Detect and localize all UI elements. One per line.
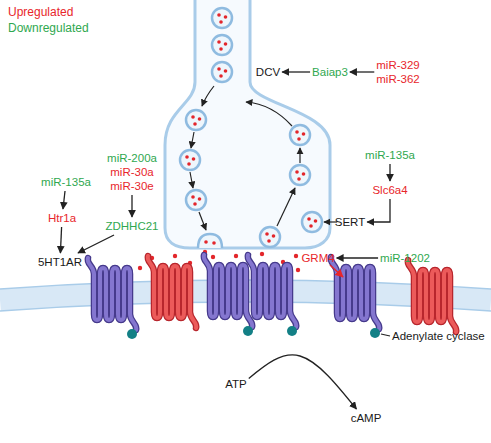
metabolite-label: ATP	[225, 377, 247, 391]
gene-label: Slc6a4	[372, 183, 407, 197]
legend-swatch: Upregulated	[8, 5, 73, 19]
node-text: Baiap3	[312, 65, 348, 79]
node-text: SERT	[335, 215, 365, 229]
mirna-label: miR-329miR-362	[376, 58, 419, 86]
gene-label: GRM4	[301, 251, 334, 265]
node-text: miR-135a	[41, 175, 91, 189]
mirna-label: miR-200amiR-30amiR-30e	[107, 151, 157, 193]
regulation-arrow	[282, 71, 310, 72]
legend: UpregulatedDownregulated	[8, 4, 89, 36]
legend-text: Upregulated	[8, 5, 73, 19]
node-text: miR-200a	[107, 151, 157, 165]
grm4-leader	[330, 265, 343, 277]
legend-swatch: Downregulated	[8, 21, 89, 35]
node-text: Htr1a	[48, 211, 76, 225]
protein-label: SERT	[335, 215, 365, 229]
regulation-arrow	[78, 235, 114, 253]
node-text: miR-30e	[107, 179, 157, 193]
regulation-arrow	[389, 164, 390, 181]
node-text: miR-1202	[380, 251, 430, 265]
node-text: Slc6a4	[372, 183, 407, 197]
mirna-label: miR-135a	[365, 148, 415, 162]
regulation-arrow	[337, 257, 378, 258]
regulation-arrow	[350, 71, 374, 72]
presynaptic-terminal	[165, 0, 330, 248]
legend-entry: Downregulated	[8, 20, 89, 36]
legend-entry: Upregulated	[8, 4, 89, 20]
legend-text: Downregulated	[8, 21, 89, 35]
metabolite-label: cAMP	[351, 411, 382, 425]
vesicles	[180, 8, 322, 248]
node-text: miR-362	[376, 72, 419, 86]
regulation-arrow	[63, 191, 65, 209]
receptor-label: 5HT1AR	[38, 255, 82, 269]
adenylate-cyclase-leader	[381, 334, 390, 336]
regulation-arrow	[249, 355, 357, 409]
node-text: GRM4	[301, 251, 334, 265]
adenylate-cyclase-symbol	[127, 326, 380, 339]
mirna-label: miR-1202	[380, 251, 430, 265]
node-text: DCV	[256, 65, 280, 79]
gene-label: Baiap3	[312, 65, 348, 79]
node-text: miR-135a	[365, 148, 415, 162]
regulation-arrow	[60, 227, 61, 253]
vesicle-label: DCV	[256, 65, 280, 79]
node-text: ATP	[225, 377, 247, 391]
node-text: miR-30a	[107, 165, 157, 179]
mirna-label: miR-135a	[41, 175, 91, 189]
vesicle-cycle-arrows	[190, 86, 300, 230]
node-text: 5HT1AR	[38, 255, 82, 269]
node-text: miR-329	[376, 58, 419, 72]
gene-label: Htr1a	[48, 211, 76, 225]
regulation-arrow	[367, 199, 390, 222]
node-text: cAMP	[351, 411, 382, 425]
gene-label: ZDHHC21	[105, 219, 158, 233]
gpcr-receptors	[88, 255, 457, 332]
component-label: Adenylate cyclase	[392, 329, 485, 343]
regulation-arrow	[131, 195, 132, 217]
node-text: ZDHHC21	[105, 219, 158, 233]
